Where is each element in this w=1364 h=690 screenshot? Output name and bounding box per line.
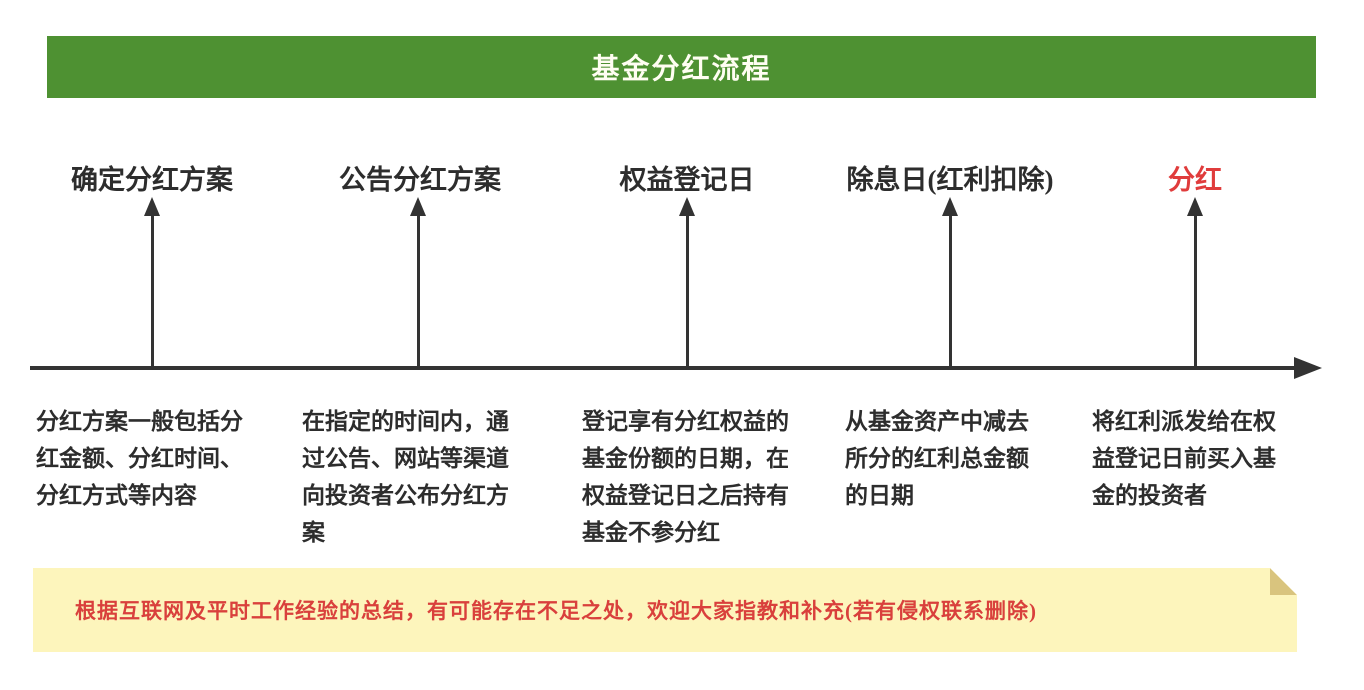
arrow-shaft [948,216,952,368]
arrowhead-up [1187,197,1203,216]
stage-title-announce-plan: 公告分红方案 [339,165,501,195]
page-title: 基金分红流程 [591,54,772,85]
header-banner: 基金分红流程 [47,36,1316,98]
folded-corner-icon [1270,568,1297,595]
right-arrow-icon [1294,357,1322,379]
arrow-shaft [1193,216,1197,368]
stage-title-dividend: 分红 [1168,165,1222,195]
arrowhead-up [679,197,695,216]
arrow-shaft [416,216,420,368]
up-arrow-icon [1187,197,1203,368]
stage-description-ex-dividend-date: 从基金资产中减去 所分的红利总金额 的日期 [845,409,1029,508]
stage-description-announce-plan: 在指定的时间内，通 过公告、网站等渠道 向投资者公布分红方 案 [302,409,509,545]
arrow-shaft [150,216,154,368]
stage-description-determine-plan: 分红方案一般包括分 红金额、分红时间、 分红方式等内容 [36,409,243,508]
stage-description-dividend: 将红利派发给在权 益登记日前买入基 金的投资者 [1092,409,1276,508]
up-arrow-icon [942,197,958,368]
stage-description-record-date: 登记享有分红权益的 基金份额的日期，在 权益登记日之后持有 基金不参分红 [582,409,789,545]
stage-title-ex-dividend-date: 除息日(红利扣除) [846,165,1054,195]
disclaimer-note: 根据互联网及平时工作经验的总结，有可能存在不足之处，欢迎大家指教和补充(若有侵权… [33,568,1297,652]
stage-title-determine-plan: 确定分红方案 [71,165,233,195]
up-arrow-icon [410,197,426,368]
arrowhead-up [942,197,958,216]
arrow-shaft [685,216,689,368]
arrowhead-up [410,197,426,216]
arrowhead-up [144,197,160,216]
disclaimer-text: 根据互联网及平时工作经验的总结，有可能存在不足之处，欢迎大家指教和补充(若有侵权… [75,599,1037,623]
up-arrow-icon [679,197,695,368]
timeline-axis [30,366,1306,370]
up-arrow-icon [144,197,160,368]
stage-title-record-date: 权益登记日 [619,165,755,195]
